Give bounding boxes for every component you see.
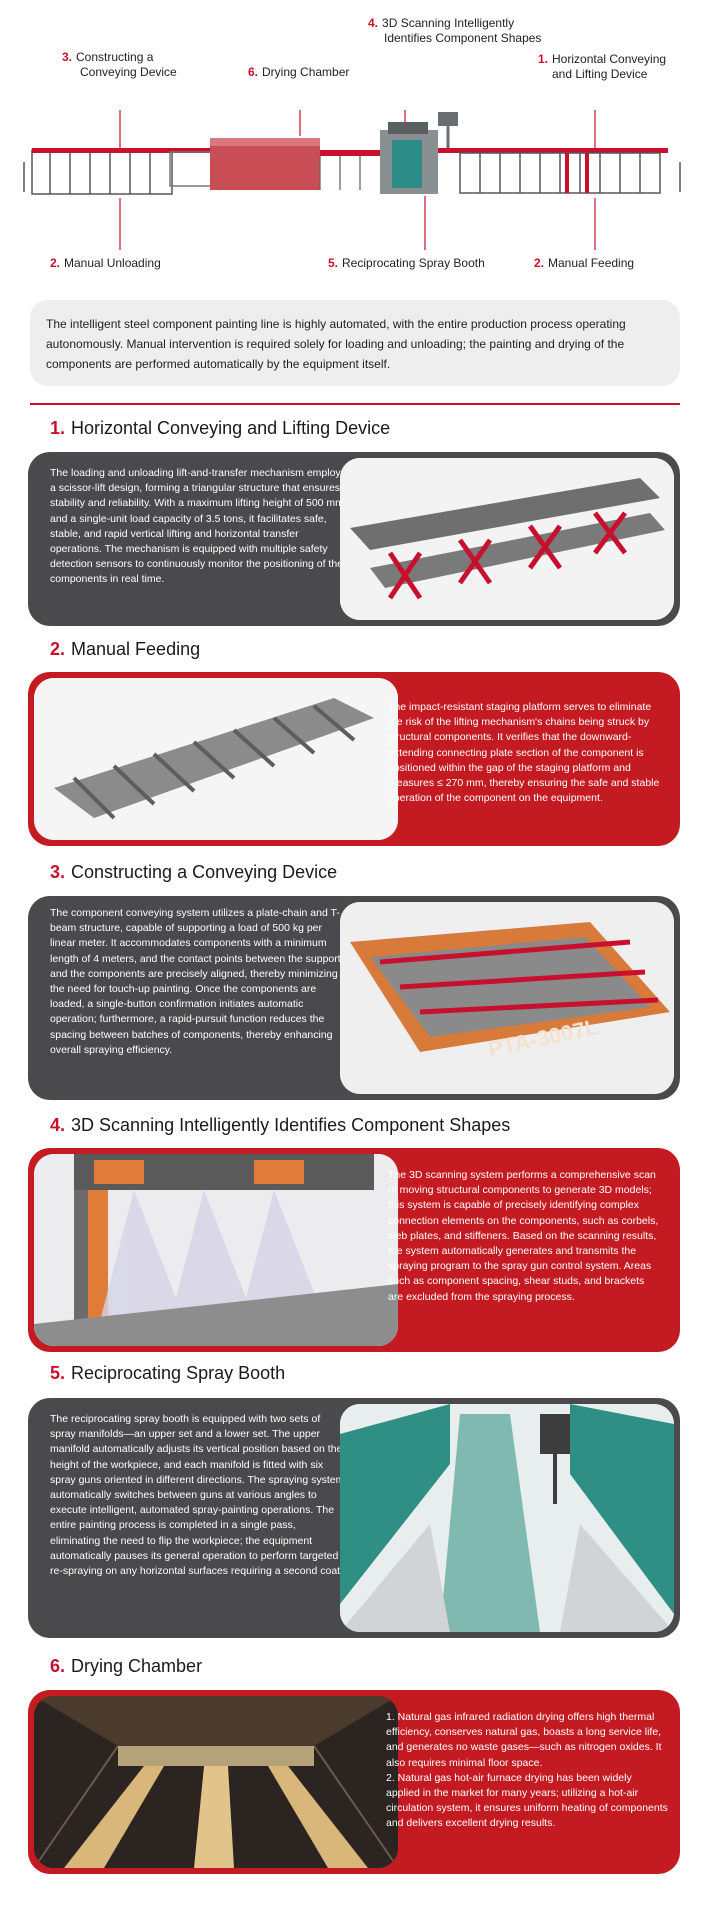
section-2-body: The impact-resistant staging platform se… (388, 701, 660, 805)
section-6-body: 1. Natural gas infrared radiation drying… (386, 1711, 668, 1830)
overview-label-unloading: 2.Manual Unloading (50, 256, 161, 270)
section-6-title: 6.Drying Chamber (50, 1656, 203, 1676)
section-2-card: The impact-resistant staging platform se… (28, 672, 680, 846)
production-line-illustration (23, 110, 681, 250)
section-5-title: 5.Reciprocating Spray Booth (50, 1363, 286, 1383)
section-3-body: The component conveying system utilizes … (50, 907, 346, 1056)
section-5-card: The reciprocating spray booth is equippe… (28, 1398, 680, 1638)
spray-booth-image (340, 1404, 674, 1632)
section-divider (30, 403, 680, 405)
overview-diagram: 4.3D Scanning Intelligently Identifies C… (0, 0, 710, 290)
overview-label-conveying: 3.Constructing a Conveying Device (62, 50, 177, 79)
section-4-title: 4.3D Scanning Intelligently Identifies C… (50, 1115, 511, 1135)
section-5-body: The reciprocating spray booth is equippe… (50, 1413, 345, 1578)
section-1-card: The loading and unloading lift-and-trans… (28, 452, 680, 626)
section-4-card: The 3D scanning system performs a compre… (28, 1148, 680, 1352)
section-1-body: The loading and unloading lift-and-trans… (50, 467, 346, 586)
section-3-title: 3.Constructing a Conveying Device (50, 862, 338, 882)
scanning-system-image (34, 1154, 398, 1346)
section-1-title: 1.Horizontal Conveying and Lifting Devic… (50, 418, 391, 438)
section-4-body: The 3D scanning system performs a compre… (388, 1169, 659, 1303)
section-2-title: 2.Manual Feeding (50, 639, 201, 659)
conveying-device-image: PTA-3007L (340, 902, 674, 1094)
section-6-card: 1. Natural gas infrared radiation drying… (28, 1690, 680, 1874)
feeding-platform-image (34, 678, 398, 840)
overview-label-drying: 6.Drying Chamber (248, 65, 350, 79)
overview-label-scanning: 4.3D Scanning Intelligently Identifies C… (368, 16, 542, 45)
intro-summary: The intelligent steel component painting… (30, 300, 680, 386)
drying-chamber-image (34, 1696, 398, 1868)
lifting-device-image (340, 458, 674, 620)
overview-label-spray-booth: 5.Reciprocating Spray Booth (328, 256, 485, 270)
overview-label-feeding: 2.Manual Feeding (534, 256, 635, 270)
overview-label-lifting: 1.Horizontal Conveying and Lifting Devic… (538, 52, 667, 81)
section-3-card: The component conveying system utilizes … (28, 896, 680, 1100)
